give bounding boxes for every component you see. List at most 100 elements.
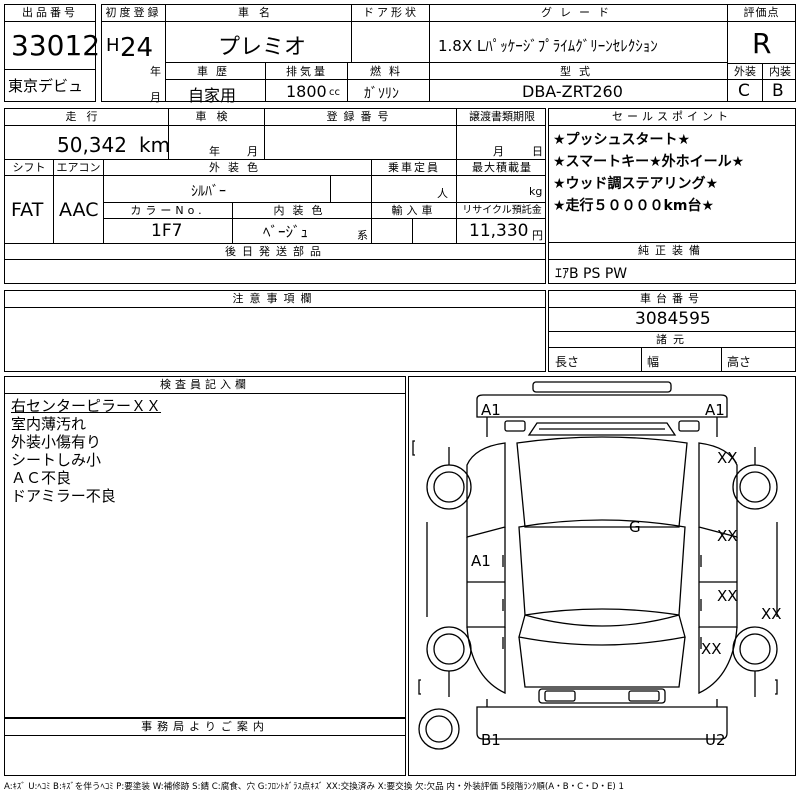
transfer-day-unit: 日 [532,145,543,158]
door-cell [352,5,430,63]
divider [264,109,265,159]
divider [456,109,457,159]
divider [5,69,95,70]
int-color-label: 内装色 [273,204,331,217]
mark-right-rear-door: XX [717,587,738,605]
shift: FAT [11,199,44,221]
chassis-number: 3084595 [635,309,711,329]
divider [549,331,795,332]
capacity-unit: 人 [437,187,448,200]
registration-year: 24 [120,33,154,63]
vehicle-details-box: 走行 車検 登録番号 譲渡書類期限 50,342 km 年 月 月 日 シフト … [4,108,546,284]
divider [168,109,169,159]
divider [762,63,763,101]
divider [721,347,722,371]
exterior-score: C [738,81,750,101]
later-parts-label: 後日発送部品 [225,245,327,258]
grade-cell [430,5,728,63]
sales-point: ★プッシュスタート★ [553,132,691,148]
divider [103,218,545,219]
transfer-month-unit: 月 [493,145,504,158]
car-name-label: 車名 [238,6,280,19]
ext-color-label: 外装色 [209,161,266,174]
fuel-label: 燃料 [370,65,408,78]
main-header-box: 車名 ドア形状 グレード プレミオ 1.8X Lﾊﾟｯｹｰｼﾞﾌﾟﾗｲﾑｸﾞﾘｰ… [165,4,728,105]
lot-number: 33012 [11,29,101,62]
model-label: 型式 [560,65,598,78]
inspector-label: 検査員記入欄 [5,377,405,394]
inspector-note-line: ドアミラー不良 [11,487,116,505]
load-label: 最大積載量 [472,161,532,174]
inspection-month-unit: 月 [247,145,258,158]
mark-front-left: A1 [481,401,501,419]
notes-box: 注意事項欄 [4,290,546,372]
divider [5,243,545,244]
notes-label: 注意事項欄 [5,291,545,308]
score-box: 評価点 R 外装 内装 C B [727,4,796,102]
int-color-unit: 系 [357,229,368,242]
month-unit: 月 [150,91,161,104]
fuel: ｶﾞｿﾘﾝ [364,86,399,102]
shift-label: シフト [12,161,46,174]
sales-points-box: セールスポイント ★プッシュスタート★★スマートキー★外ホイール★★ウッド調ステ… [548,108,796,243]
mark-right-pillar: XX [761,605,782,623]
recycle: 11,330 [469,221,529,241]
model: DBA-ZRT260 [522,82,623,101]
divider [641,347,642,371]
ext-color: ｼﾙﾊﾞｰ [191,184,226,200]
chassis-label: 車台番号 [549,291,795,308]
lot-number-label: 出品番号 [5,5,95,22]
mark-front-right: A1 [705,401,725,419]
exterior-label: 外装 [734,65,756,78]
office-box: 事務局よりご案内 [4,718,406,776]
interior-score: B [772,81,784,101]
score-label: 評価点 [728,5,795,22]
equipment-box: 純正装備 ｴｱB PS PW [548,242,796,284]
width-label: 幅 [647,355,660,369]
sales-point: ★ウッド調ステアリング★ [553,176,719,192]
divider [412,218,413,243]
divider [549,347,795,348]
first-registration-label: 初度登録 [102,5,165,22]
grade-label: グレード [541,6,617,19]
color-no: 1F7 [151,221,183,241]
mileage-label: 走行 [65,110,108,123]
mark-right-fender: XX [717,449,738,467]
car-name-cell [166,5,352,63]
reg-number-label: 登録番号 [326,110,395,123]
mark-roof: G [629,518,641,536]
divider [728,79,795,80]
sales-points-label: セールスポイント [549,109,795,126]
grade: 1.8X Lﾊﾟｯｹｰｼﾞﾌﾟﾗｲﾑｸﾞﾘｰﾝｾﾚｸｼｮﾝ [438,37,658,55]
inspection-label: 車検 [195,110,238,123]
first-registration-box: 初度登録 H 24 年 月 [101,4,166,104]
sales-point: ★走行５００００km台★ [553,198,714,214]
int-color: ﾍﾞｰｼﾞｭ [263,223,309,241]
equipment-value: ｴｱB PS PW [555,266,628,282]
history-label: 車歴 [197,65,235,78]
displacement-unit: cc [329,87,340,98]
score: R [752,27,772,60]
divider [232,202,233,243]
equipment-label: 純正装備 [549,243,795,260]
divider [371,159,372,243]
lot-number-box: 出品番号 33012 東京デビュ [4,4,100,102]
door-label: ドア形状 [363,6,419,19]
inspector-note-line: 右センターピラーＸＸ [11,397,162,415]
divider [103,159,104,243]
office-label: 事務局よりご案内 [5,719,405,736]
aircon: AAC [59,199,99,221]
divider [5,175,545,176]
length-label: 長さ [555,355,580,369]
inspector-note-line: 室内薄汚れ [11,415,87,433]
divider [330,175,331,202]
divider [5,259,545,260]
divider [53,159,54,243]
debut-text: 東京デビュ [8,77,84,95]
divider [456,159,457,243]
history: 自家用 [188,86,237,105]
load-unit: kg [529,185,543,198]
transfer-label: 譲渡書類期限 [469,110,535,123]
